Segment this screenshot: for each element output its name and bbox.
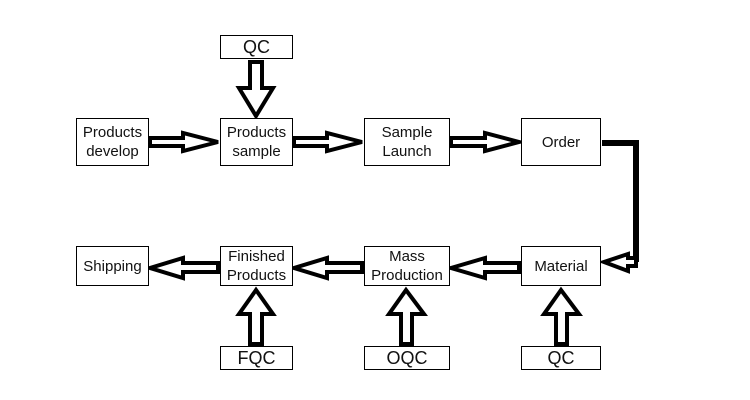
arrow-launch-to-order: [449, 130, 527, 154]
node-material: Material: [521, 246, 601, 286]
node-qc-top: QC: [220, 35, 293, 59]
arrow-develop-to-sample: [148, 130, 219, 154]
node-products-sample: Products sample: [220, 118, 293, 166]
arrow-finished-to-shipping: [143, 255, 220, 281]
arrow-sample-to-launch: [292, 130, 363, 154]
node-order: Order: [521, 118, 601, 166]
node-oqc: OQC: [364, 346, 450, 370]
arrow-qc-to-products-sample: [235, 60, 277, 120]
node-finished-products: Finished Products: [220, 246, 293, 286]
arrow-qc-to-material: [540, 286, 583, 346]
arrow-fqc-to-finished: [235, 286, 277, 346]
arrowhead-order-to-material: [598, 251, 638, 274]
node-mass-production: Mass Production: [364, 246, 450, 286]
node-shipping: Shipping: [76, 246, 149, 286]
node-fqc: FQC: [220, 346, 293, 370]
arrow-material-to-mass: [443, 255, 521, 281]
node-products-develop: Products develop: [76, 118, 149, 166]
connector-order-to-material: [602, 140, 639, 262]
node-sample-launch: Sample Launch: [364, 118, 450, 166]
arrow-oqc-to-mass: [385, 286, 428, 346]
node-qc-bottom: QC: [521, 346, 601, 370]
arrow-mass-to-finished: [287, 255, 364, 281]
